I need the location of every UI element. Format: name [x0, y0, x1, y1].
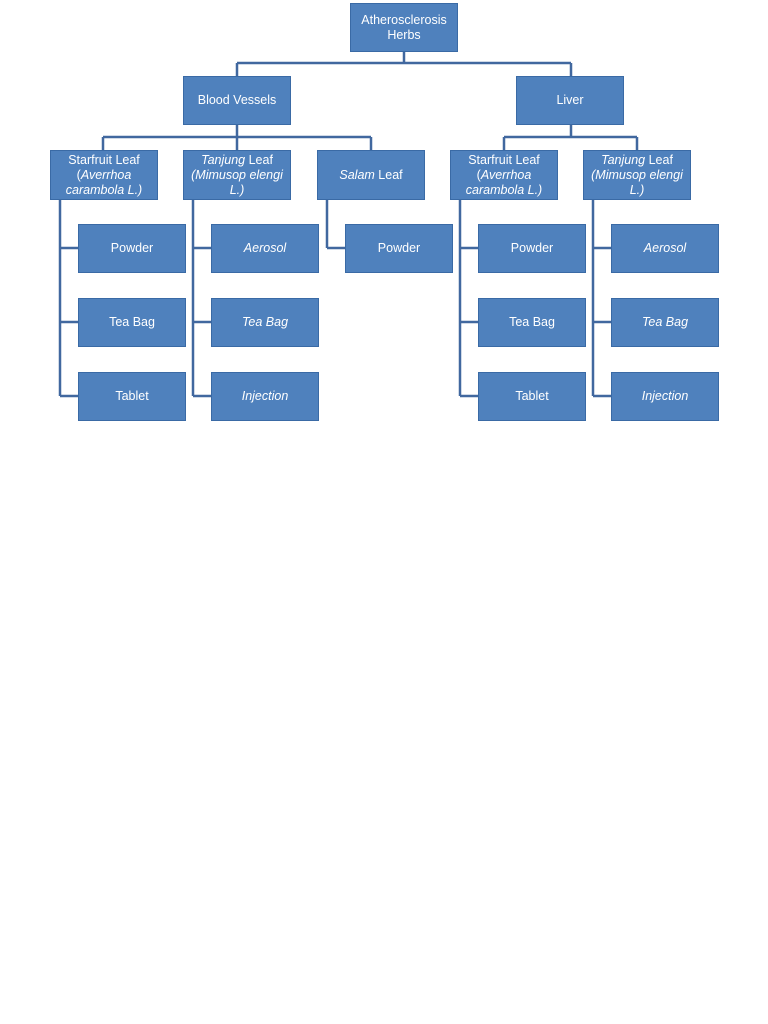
form-box-bv-tanjung-label: Injection — [241, 389, 289, 403]
form-box-bv-salam: Powder — [345, 224, 453, 273]
root-node-atherosclerosis-herbs-text: Herbs — [387, 27, 421, 42]
herb-tanjung-leaf-blood-vessels-line: L.) — [230, 183, 245, 198]
category-blood-vessels-line: Blood Vessels — [198, 93, 277, 108]
herb-tanjung-leaf-liver-text: Tanjung — [601, 152, 646, 167]
herb-starfruit-leaf-liver-line: carambola L.) — [466, 183, 542, 198]
form-box-bv-tanjung: Aerosol — [211, 224, 319, 273]
herb-starfruit-leaf-blood-vessels-text: Starfruit Leaf — [68, 152, 140, 167]
root-to-category-connector — [235, 52, 573, 76]
root-node-atherosclerosis-herbs-line: Herbs — [387, 28, 420, 43]
herb-starfruit-leaf-blood-vessels-line: (Averrhoa — [77, 168, 132, 183]
form-box-lv-starfruit-label: Tablet — [515, 389, 549, 403]
herb-tanjung-leaf-liver-line: Tanjung Leaf — [601, 153, 673, 168]
form-box-lv-tanjung: Aerosol — [611, 224, 719, 273]
form-box-bv-starfruit-label: Tea Bag — [109, 315, 155, 329]
category-blood-vessels-text: Blood Vessels — [197, 93, 277, 107]
herb-tanjung-leaf-blood-vessels-line: (Mimusop elengi — [191, 168, 283, 183]
herb-starfruit-leaf-liver-text: carambola L.) — [465, 182, 543, 197]
herb-starfruit-leaf-liver-line: (Averrhoa — [477, 168, 532, 183]
blood-vessels-to-herbs-connector — [101, 125, 373, 150]
form-box-lv-starfruit: Tablet — [478, 372, 586, 421]
herb-tanjung-leaf-liver-line: (Mimusop elengi — [591, 168, 683, 183]
herb-starfruit-leaf-liver-text: Averrhoa — [480, 167, 532, 182]
category-blood-vessels: Blood Vessels — [183, 76, 291, 125]
root-node-atherosclerosis-herbs-line: Atherosclerosis — [361, 13, 446, 28]
herb-starfruit-leaf-blood-vessels-text: carambola L.) — [65, 182, 143, 197]
form-box-bv-starfruit: Tablet — [78, 372, 186, 421]
form-box-lv-tanjung-label: Injection — [641, 389, 689, 403]
herb-tanjung-leaf-liver-text: Leaf — [645, 152, 673, 167]
herb-to-forms-connector — [591, 200, 611, 398]
herb-tanjung-leaf-liver-text: L.) — [629, 182, 645, 197]
category-liver-line: Liver — [556, 93, 583, 108]
form-box-bv-tanjung-label: Tea Bag — [241, 315, 289, 329]
herb-salam-leaf-blood-vessels-text: Salam — [339, 167, 375, 182]
herb-to-forms-connector — [191, 200, 211, 398]
form-box-bv-starfruit-label: Powder — [110, 241, 154, 255]
form-box-lv-tanjung: Tea Bag — [611, 298, 719, 347]
herb-tanjung-leaf-blood-vessels-text: Leaf — [245, 152, 273, 167]
form-box-lv-starfruit: Powder — [478, 224, 586, 273]
herb-starfruit-leaf-blood-vessels-line: carambola L.) — [66, 183, 142, 198]
herb-tanjung-leaf-liver-text: (Mimusop elengi — [591, 167, 683, 182]
herb-starfruit-leaf-blood-vessels-text: ( — [76, 167, 81, 182]
form-box-bv-salam-label: Powder — [377, 241, 421, 255]
form-box-bv-starfruit: Tea Bag — [78, 298, 186, 347]
form-box-bv-starfruit-label: Tablet — [115, 389, 149, 403]
herb-to-forms-connector — [325, 200, 345, 250]
herb-to-forms-connector — [58, 200, 78, 398]
form-box-lv-starfruit-label: Powder — [510, 241, 554, 255]
form-box-bv-tanjung-label: Aerosol — [243, 241, 287, 255]
herb-tanjung-leaf-blood-vessels-line: Tanjung Leaf — [201, 153, 273, 168]
herb-salam-leaf-blood-vessels: Salam Leaf — [317, 150, 425, 200]
herb-salam-leaf-blood-vessels-line: Salam Leaf — [339, 168, 402, 183]
form-box-lv-tanjung-label: Tea Bag — [641, 315, 689, 329]
form-box-lv-starfruit-label: Tea Bag — [509, 315, 555, 329]
herb-to-forms-connector — [458, 200, 478, 398]
herb-salam-leaf-blood-vessels-text: Leaf — [374, 167, 403, 182]
form-box-bv-starfruit: Powder — [78, 224, 186, 273]
form-box-lv-tanjung: Injection — [611, 372, 719, 421]
category-liver-text: Liver — [556, 93, 584, 107]
herb-tanjung-leaf-blood-vessels-text: Tanjung — [201, 152, 246, 167]
herb-starfruit-leaf-liver-text: Starfruit Leaf — [468, 152, 540, 167]
herb-tanjung-leaf-blood-vessels-text: L.) — [229, 182, 245, 197]
herb-tanjung-leaf-liver-line: L.) — [630, 183, 645, 198]
form-box-bv-tanjung: Tea Bag — [211, 298, 319, 347]
herb-starfruit-leaf-liver-line: Starfruit Leaf — [468, 153, 540, 168]
herb-starfruit-leaf-blood-vessels-text: Averrhoa — [80, 167, 132, 182]
herb-starfruit-leaf-liver-text: ( — [476, 167, 481, 182]
herb-tanjung-leaf-blood-vessels-text: (Mimusop elengi — [191, 167, 283, 182]
root-node-atherosclerosis-herbs-text: Atherosclerosis — [361, 12, 447, 27]
category-liver: Liver — [516, 76, 624, 125]
liver-to-herbs-connector — [502, 125, 639, 150]
form-box-lv-tanjung-label: Aerosol — [643, 241, 687, 255]
form-box-bv-tanjung: Injection — [211, 372, 319, 421]
herb-starfruit-leaf-blood-vessels-line: Starfruit Leaf — [68, 153, 140, 168]
form-box-lv-starfruit: Tea Bag — [478, 298, 586, 347]
